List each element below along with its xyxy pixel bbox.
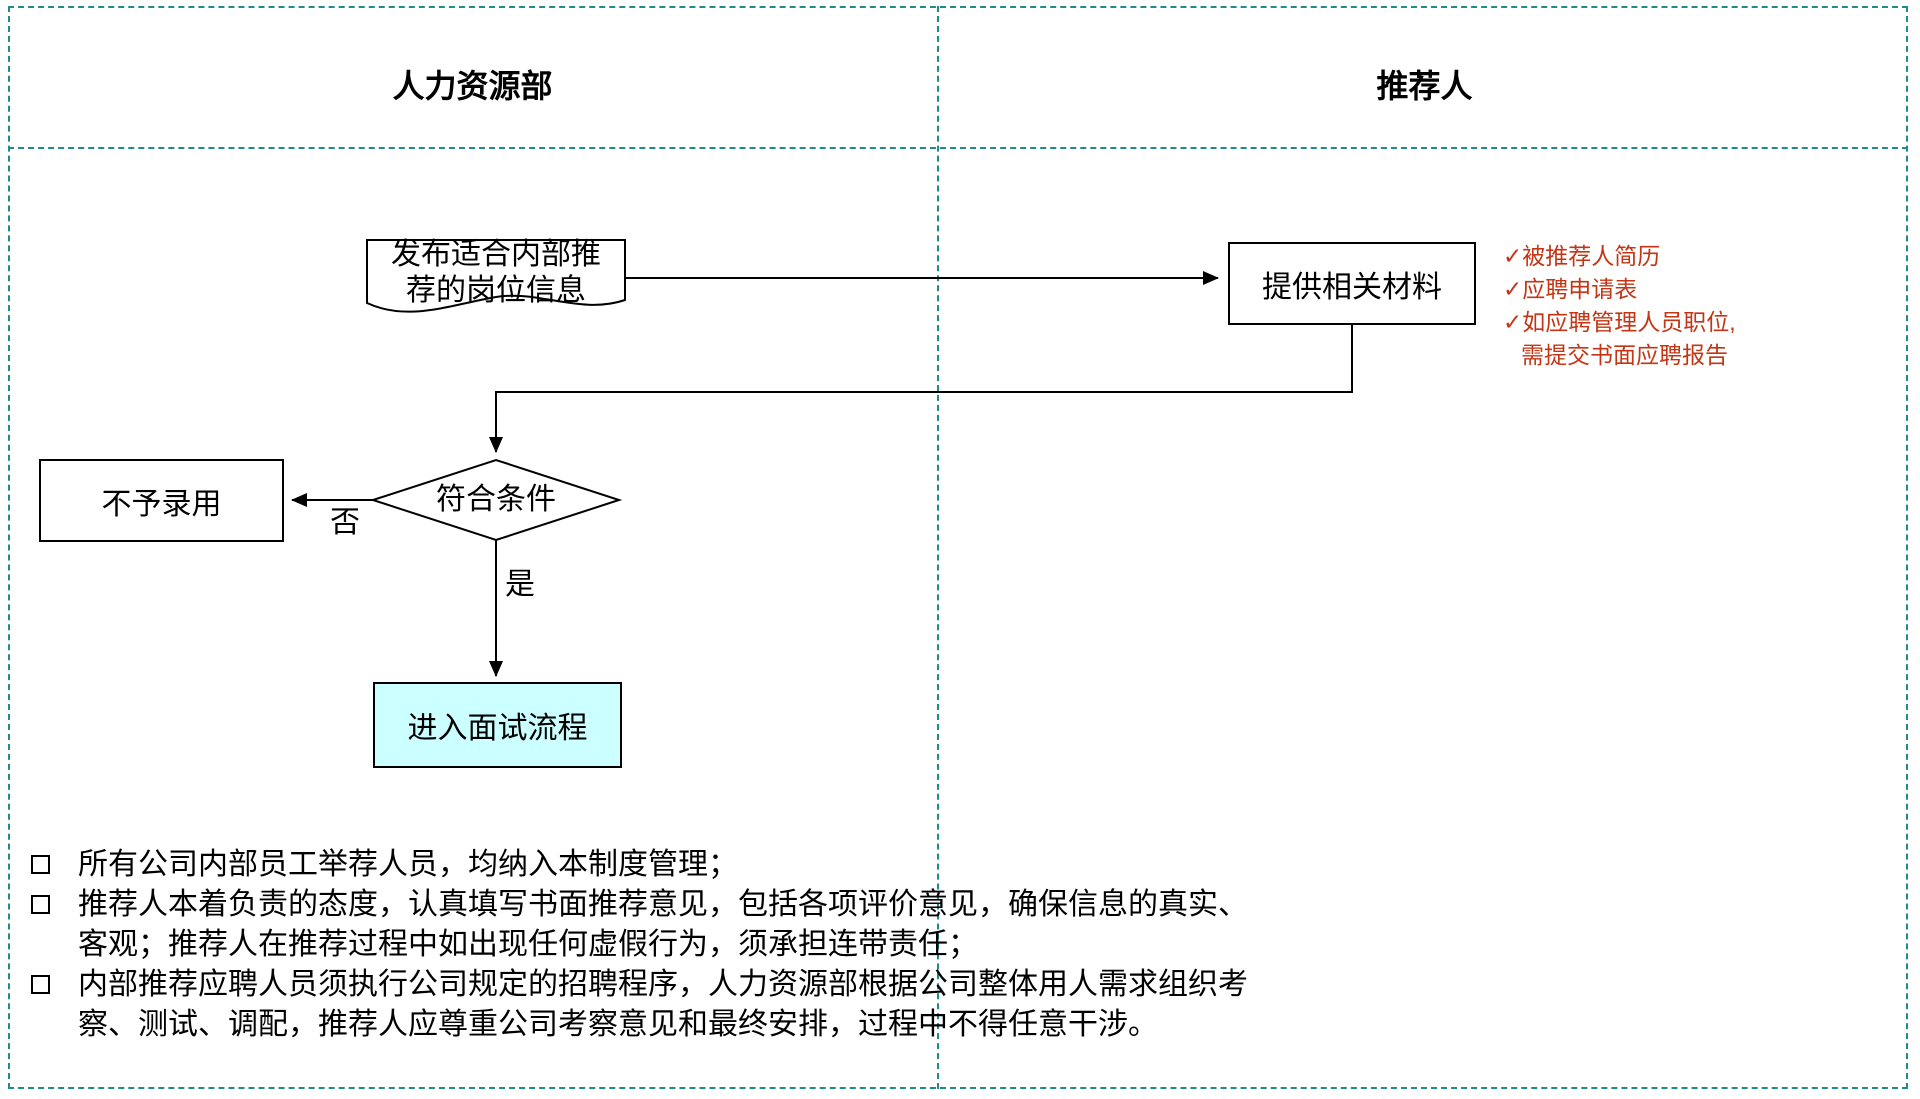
lane-divider: [937, 6, 939, 1089]
connector-materials-to-decision: [489, 325, 1353, 453]
note-item: 推荐人本着负责的态度，认真填写书面推荐意见，包括各项评价意见，确保信息的真实、客…: [31, 885, 1321, 965]
header-divider: [8, 147, 1908, 149]
bullet-square-icon: [31, 895, 50, 914]
note-text: 所有公司内部员工举荐人员，均纳入本制度管理；: [78, 848, 738, 881]
edge-label-no: 否: [330, 506, 360, 539]
decision-diamond: [369, 458, 623, 542]
reject-node: 不予录用: [39, 459, 284, 542]
note-item: 内部推荐应聘人员须执行公司规定的招聘程序，人力资源部根据公司整体用人需求组织考察…: [31, 965, 1321, 1045]
publish-info-node-label: 发布适合内部推荐的岗位信息: [391, 238, 601, 307]
checklist-line-written-report: 需提交书面应聘报告: [1521, 342, 1728, 368]
bullet-square-icon: [31, 975, 50, 994]
interview-process-node: 进入面试流程: [373, 682, 622, 768]
edge-label-yes: 是: [505, 568, 535, 601]
note-item: 所有公司内部员工举荐人员，均纳入本制度管理；: [31, 845, 1321, 885]
lane-header-referrer: 推荐人: [1376, 68, 1473, 104]
checklist-line-application-form: ✓应聘申请表: [1503, 276, 1638, 302]
notes-list: 所有公司内部员工举荐人员，均纳入本制度管理； 推荐人本着负责的态度，认真填写书面…: [31, 845, 1321, 1045]
materials-checklist: ✓被推荐人简历 ✓应聘申请表 ✓如应聘管理人员职位, 需提交书面应聘报告: [1503, 240, 1736, 372]
note-text: 内部推荐应聘人员须执行公司规定的招聘程序，人力资源部根据公司整体用人需求组织考察…: [78, 968, 1248, 1041]
checklist-line-management-position: ✓如应聘管理人员职位,: [1503, 309, 1736, 335]
provide-materials-node: 提供相关材料: [1228, 242, 1476, 325]
note-text: 推荐人本着负责的态度，认真填写书面推荐意见，包括各项评价意见，确保信息的真实、客…: [78, 888, 1248, 961]
lane-header-hr-department: 人力资源部: [392, 68, 553, 104]
checklist-line-resume: ✓被推荐人简历: [1503, 243, 1661, 269]
decision-node-label: 符合条件: [436, 483, 556, 516]
outer-dashed-frame: [8, 6, 1908, 1089]
bullet-square-icon: [31, 855, 50, 874]
document-shape-publish-info: [366, 239, 626, 313]
